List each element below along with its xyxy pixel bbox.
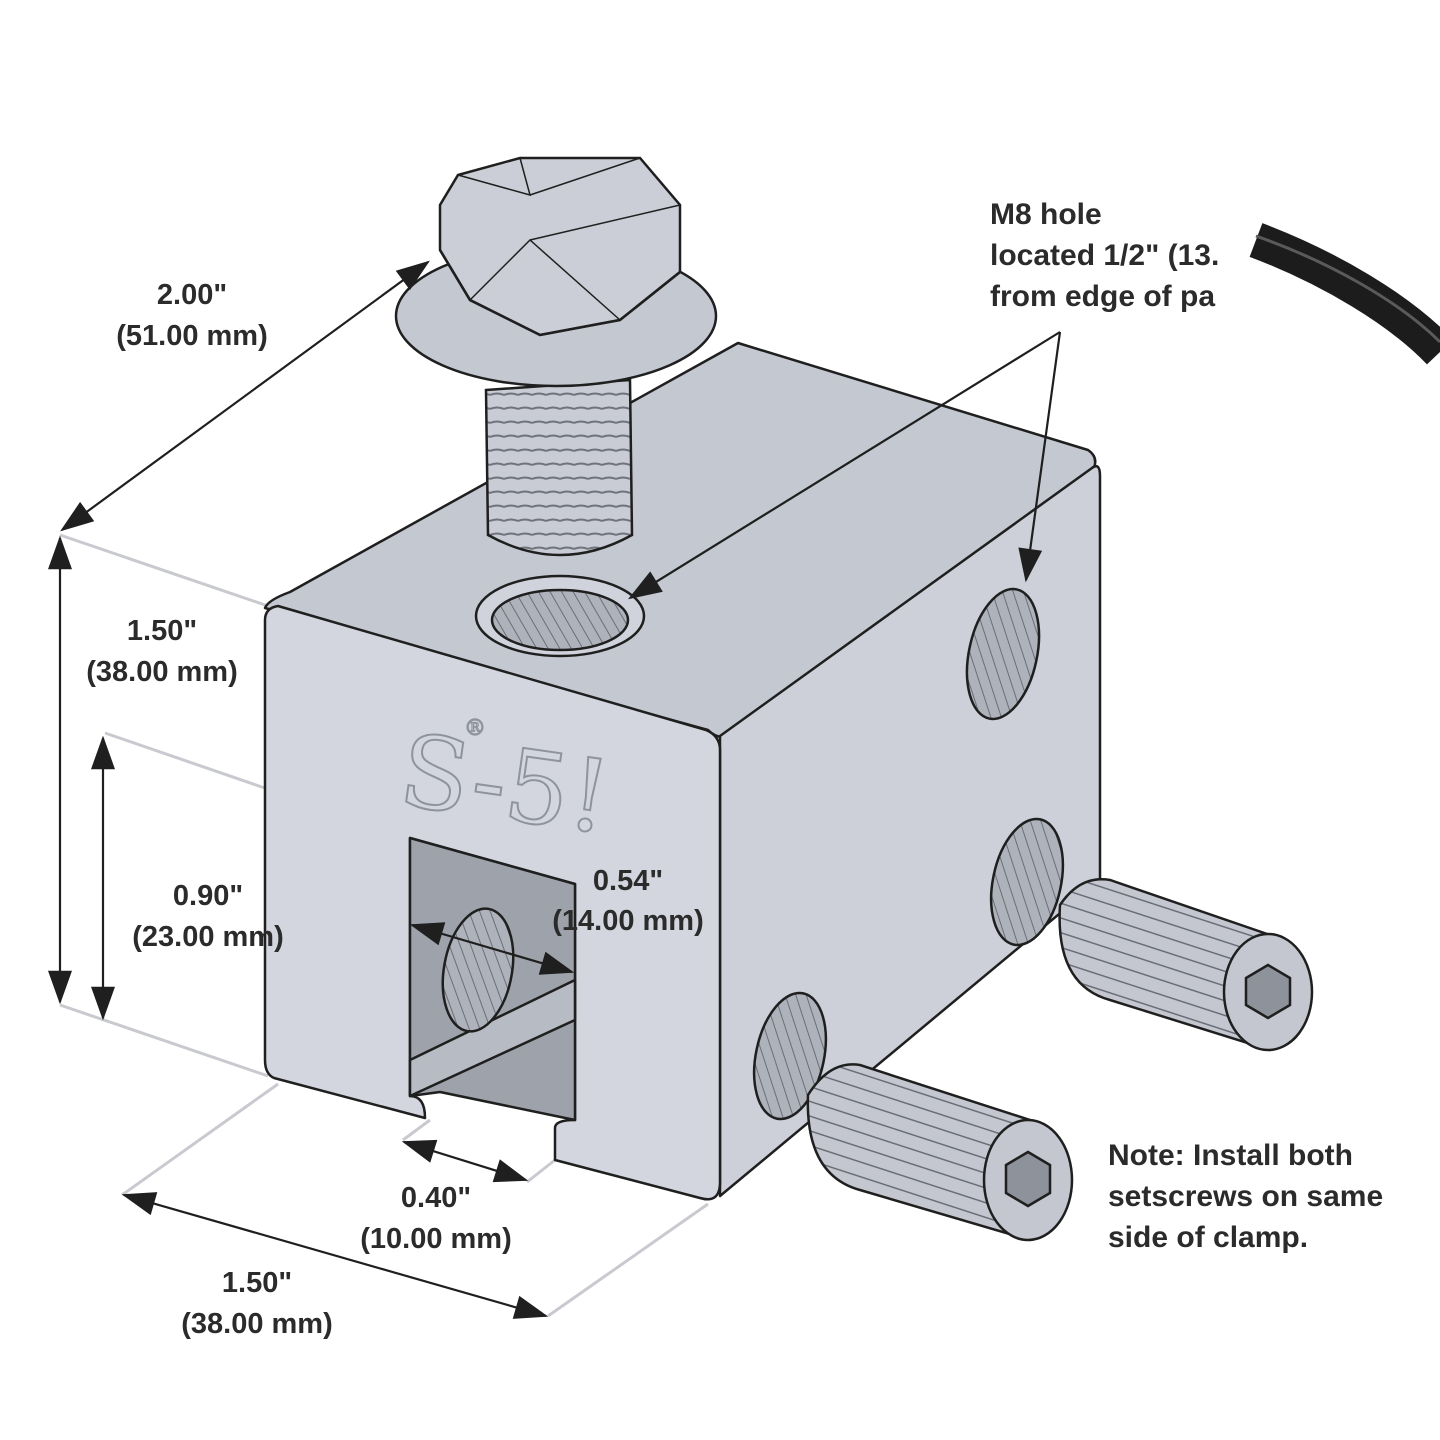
cable-path	[1249, 223, 1440, 365]
install-note: Note: Install both setscrews on same sid…	[1108, 1139, 1383, 1254]
threaded-holes	[441, 574, 1065, 1121]
side-hole-middle	[989, 817, 1065, 947]
side-hole-lower	[752, 991, 828, 1121]
bolt-shank	[484, 378, 634, 557]
dim-line-length	[60, 260, 430, 532]
note-line-1: Note: Install both	[1108, 1139, 1353, 1172]
m8-callout-line-2: located 1/2" (13.	[990, 239, 1219, 272]
leader-m8-side-hole	[1018, 331, 1062, 583]
m8-callout-line-3: from edge of pa	[990, 280, 1215, 313]
dim-length-metric: (51.00 mm)	[116, 320, 268, 352]
setscrew-upper	[1058, 878, 1314, 1052]
dim-slot-width-imperial: 0.40"	[401, 1182, 471, 1214]
dim-line-slot-depth	[409, 922, 575, 975]
dim-height-metric: (38.00 mm)	[86, 656, 238, 688]
setscrews	[806, 878, 1314, 1242]
svg-text:®: ®	[464, 716, 486, 741]
clamp-block	[263, 341, 1102, 1201]
dim-length-imperial: 2.00"	[157, 279, 227, 311]
note-line-3: side of clamp.	[1108, 1221, 1308, 1254]
dimension-lines	[48, 260, 1062, 1319]
dim-height-imperial: 1.50"	[127, 615, 197, 647]
dim-slot-depth-metric: (14.00 mm)	[552, 905, 704, 937]
dim-slot-width-metric: (10.00 mm)	[360, 1223, 512, 1255]
note-line-2: setscrews on same	[1108, 1180, 1383, 1213]
dim-slot-height-metric: (23.00 mm)	[132, 921, 284, 953]
leader-m8-top-hole	[627, 331, 1061, 600]
dim-width-metric: (38.00 mm)	[181, 1308, 333, 1340]
setscrew-lower	[806, 1063, 1074, 1242]
dim-slot-depth-imperial: 0.54"	[593, 865, 663, 897]
dimension-labels: 2.00" (51.00 mm) 1.50" (38.00 mm) 0.90" …	[86, 279, 704, 1340]
dim-line-slot-width	[401, 1139, 529, 1183]
side-hole-upper	[965, 587, 1041, 721]
dim-slot-height-imperial: 0.90"	[173, 880, 243, 912]
cable	[1249, 223, 1440, 365]
dim-line-width	[121, 1192, 549, 1319]
m8-callout-line-1: M8 hole	[990, 198, 1102, 231]
bolt	[394, 156, 718, 557]
m8-hole-callout: M8 hole located 1/2" (13. from edge of p…	[990, 198, 1219, 313]
dim-width-imperial: 1.50"	[222, 1267, 292, 1299]
